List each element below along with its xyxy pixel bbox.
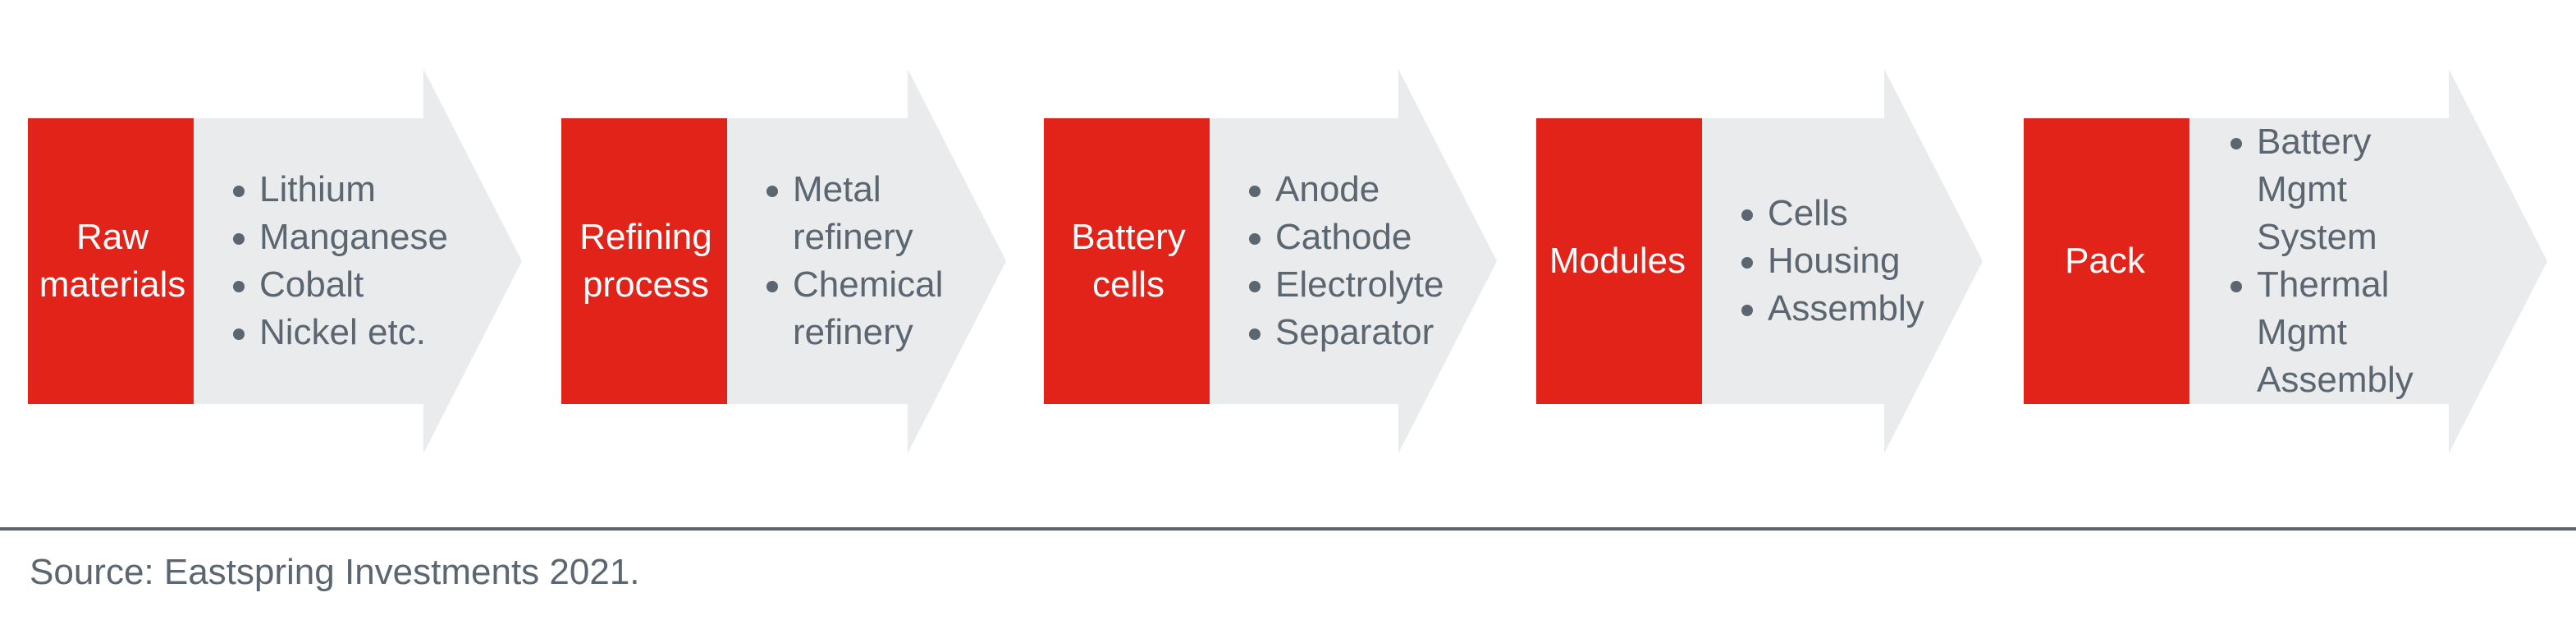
stage-label-box	[1044, 118, 1210, 404]
arrow-shape	[1536, 69, 1983, 453]
stage-item: Lithium	[233, 166, 432, 214]
stage-item: Housing	[1741, 237, 1900, 285]
stage-item: Cathode	[1249, 214, 1412, 261]
stage-label-box	[1536, 118, 1702, 404]
stage-item: Battery Mgmt System	[2231, 118, 2459, 261]
stage-item: Anode	[1249, 166, 1407, 214]
stage-item: Metal refinery	[766, 166, 916, 261]
stage-item: Nickel etc.	[233, 309, 432, 356]
stage-item: Electrolyte	[1249, 261, 1444, 309]
stage-label: Modules	[1549, 241, 1686, 281]
stage-label: Refining process	[579, 217, 712, 305]
stage-item: Cobalt	[233, 261, 432, 309]
arrow-shape	[28, 69, 522, 453]
stage-label: Battery cells	[1071, 217, 1186, 305]
stage-label-box	[28, 118, 194, 404]
stage-label: Raw materials	[39, 217, 186, 305]
divider-line	[0, 527, 2576, 531]
stage-item: Separator	[1249, 309, 1434, 356]
stage-item: Cells	[1741, 190, 1892, 237]
stage-item: Chemical refinery	[766, 261, 943, 356]
arrow-shape	[561, 69, 1006, 453]
arrow-shape	[1044, 69, 1497, 453]
stage-item: Manganese	[233, 214, 448, 261]
stage-item: Assembly	[1741, 285, 1924, 333]
stage-label: Pack	[2065, 241, 2145, 281]
source-note: Source: Eastspring Investments 2021.	[30, 552, 640, 592]
stage-label-box	[2024, 118, 2189, 404]
stage-item: Thermal Mgmt Assembly	[2231, 261, 2459, 404]
arrow-shape	[2024, 69, 2547, 453]
stage-label-box	[561, 118, 727, 404]
